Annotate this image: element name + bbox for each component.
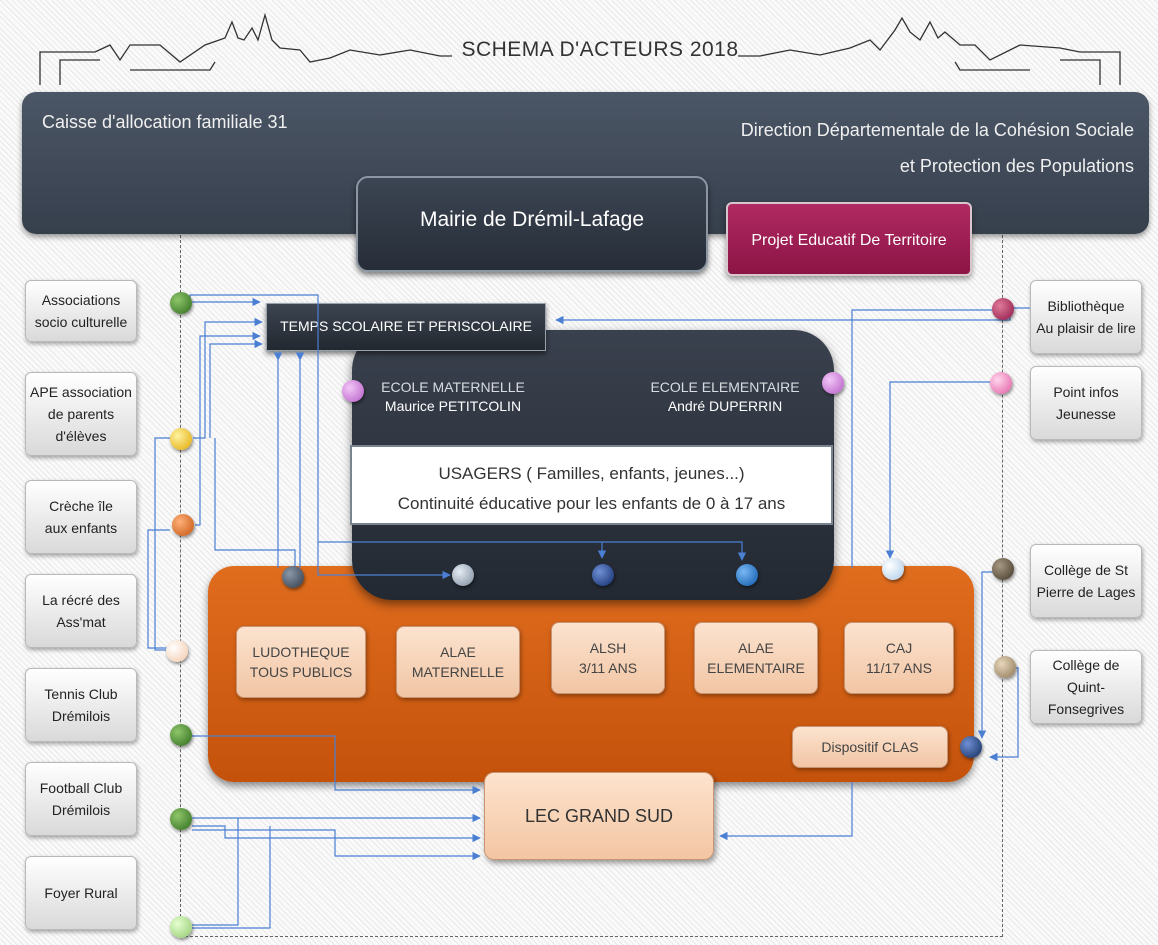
actor-recre: La récré des Ass'mat xyxy=(25,574,137,648)
dot-alae-mat xyxy=(452,564,474,586)
pedt-box: Projet Educatif De Territoire xyxy=(726,202,972,276)
dot-foyer xyxy=(170,916,192,938)
dot-college-st-pierre xyxy=(992,558,1014,580)
dot-ape xyxy=(170,428,192,450)
dot-football xyxy=(170,808,192,830)
link-ape-down xyxy=(214,438,296,568)
usagers-line1: USAGERS ( Familles, enfants, jeunes...) xyxy=(438,464,745,483)
dot-tennis xyxy=(170,724,192,746)
dot-alae-elem xyxy=(736,564,758,586)
actor-point-infos: Point infos Jeunesse xyxy=(1030,366,1142,440)
link-to-alae-mat xyxy=(317,568,451,580)
dot-assoc xyxy=(170,292,192,314)
dot-college-quint xyxy=(994,656,1016,678)
actor-ape: APE association de parents d'élèves xyxy=(25,372,137,456)
actor-tennis: Tennis Club Drémilois xyxy=(25,668,137,742)
actor-football: Football Club Drémilois xyxy=(25,762,137,836)
activity-alsh: ALSH 3/11 ANS xyxy=(551,622,665,694)
link-college1-clas xyxy=(977,571,998,739)
link-foot-lec3 xyxy=(192,829,481,861)
lec-grand-sud-box: LEC GRAND SUD xyxy=(484,772,714,860)
dot-creche xyxy=(172,514,194,536)
dot-clas xyxy=(960,736,982,758)
activity-clas: Dispositif CLAS xyxy=(792,726,948,768)
dot-caj xyxy=(882,558,904,580)
actor-college-st-pierre: Collège de St Pierre de Lages xyxy=(1030,544,1142,618)
link-ape-temps xyxy=(193,317,263,439)
ecole-elementaire-name: André DUPERRIN xyxy=(667,398,783,414)
dot-point-infos xyxy=(990,372,1012,394)
link-recre-left2 xyxy=(147,529,178,649)
dot-elementaire xyxy=(822,372,844,394)
ecole-maternelle: ECOLE MATERNELLE Maurice PETITCOLIN xyxy=(368,378,538,416)
link-foot-lec2 xyxy=(192,825,481,843)
ecole-elementaire-type: ECOLE ELEMENTAIRE xyxy=(650,379,800,395)
mairie-box: Mairie de Drémil-Lafage xyxy=(356,176,708,272)
activity-alae-elementaire: ALAE ELEMENTAIRE xyxy=(694,622,818,694)
link-college2-clas xyxy=(989,667,1019,762)
dot-alsh xyxy=(592,564,614,586)
usagers-line2: Continuité éducative pour les enfants de… xyxy=(397,494,786,513)
link-foyer-up2 xyxy=(192,826,271,929)
actor-foyer: Foyer Rural xyxy=(25,856,137,930)
link-ape-temps2 xyxy=(209,339,263,438)
link-foyer-up xyxy=(192,818,239,926)
temps-scolaire-box: TEMPS SCOLAIRE ET PERISCOLAIRE xyxy=(266,303,546,351)
link-pij-caj xyxy=(885,381,995,559)
ecole-maternelle-name: Maurice PETITCOLIN xyxy=(384,398,522,414)
actor-bibliotheque: Bibliothèque Au plaisir de lire xyxy=(1030,280,1142,354)
link-lec-right xyxy=(719,782,853,841)
ddcs-line2: et Protection des Populations xyxy=(899,156,1134,176)
actor-creche: Crèche île aux enfants xyxy=(25,480,137,554)
skyline-decoration xyxy=(39,12,1121,85)
activity-alae-maternelle: ALAE MATERNELLE xyxy=(396,626,520,698)
usagers-box: USAGERS ( Familles, enfants, jeunes...) … xyxy=(350,445,833,525)
activity-ludotheque: LUDOTHEQUE TOUS PUBLICS xyxy=(236,626,366,698)
ecole-elementaire: ECOLE ELEMENTAIRE André DUPERRIN xyxy=(640,378,810,416)
dot-recre xyxy=(166,640,188,662)
link-bib-down xyxy=(851,309,1000,568)
ddcs-label: Direction Départementale de la Cohésion … xyxy=(714,112,1134,184)
link-recre-left xyxy=(154,437,178,651)
link-creche-up xyxy=(195,331,261,526)
caf-label: Caisse d'allocation familiale 31 xyxy=(42,112,288,132)
actor-associations: Associations socio culturelle xyxy=(25,280,137,342)
dot-ludotheque xyxy=(282,566,304,588)
ecole-maternelle-type: ECOLE MATERNELLE xyxy=(381,379,525,395)
actor-college-quint: Collège de Quint- Fonsegrives xyxy=(1030,650,1142,724)
link-usagers-down xyxy=(318,541,747,561)
link-tennis-lec xyxy=(192,735,481,795)
dot-bibliotheque xyxy=(992,298,1014,320)
dot-maternelle xyxy=(342,380,364,402)
ddcs-line1: Direction Départementale de la Cohésion … xyxy=(740,120,1134,140)
link-bib-temps xyxy=(555,311,1011,325)
activity-caj: CAJ 11/17 ANS xyxy=(844,622,954,694)
page-title: SCHEMA D'ACTEURS 2018 xyxy=(461,38,739,61)
